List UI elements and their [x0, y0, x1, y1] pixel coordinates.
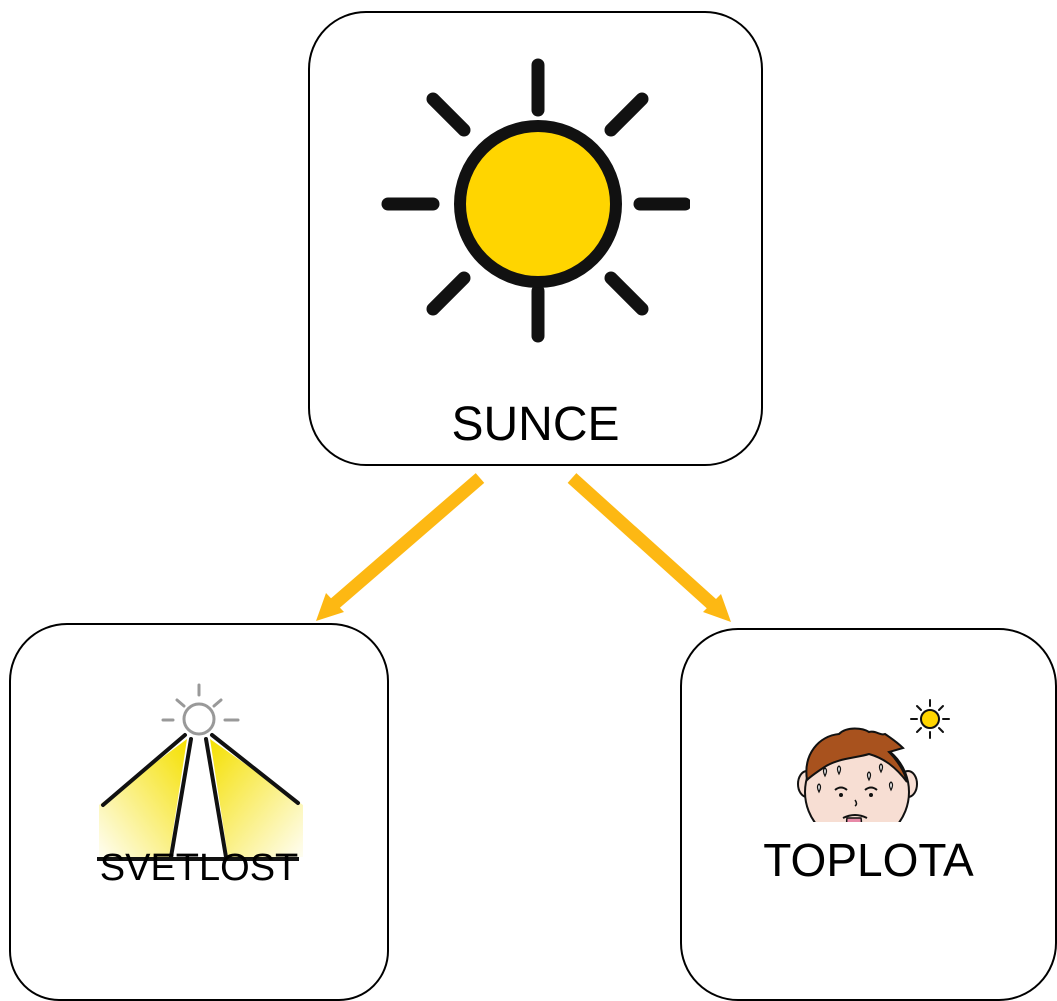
node-label-toplota: TOPLOTA	[763, 834, 974, 886]
node-svetlost: SVETLOST	[9, 623, 389, 1001]
hot-face-icon	[797, 699, 950, 822]
arrow-sunce-to-svetlost	[316, 473, 485, 621]
node-toplota: TOPLOTA	[680, 628, 1057, 1001]
sun-icon	[381, 58, 690, 343]
node-label-svetlost: SVETLOST	[99, 847, 299, 889]
arrow-sunce-to-toplota	[567, 473, 731, 622]
node-sunce: SUNCE	[308, 11, 763, 466]
light-beams-icon	[97, 683, 303, 861]
node-label-sunce: SUNCE	[451, 398, 620, 451]
